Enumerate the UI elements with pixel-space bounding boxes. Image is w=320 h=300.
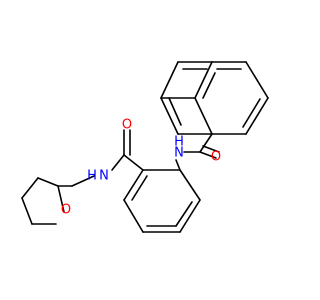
double-bond-inner — [168, 97, 182, 126]
double-bond — [202, 145, 220, 153]
methylene-linker — [57, 175, 95, 187]
double-bond-inner — [131, 175, 148, 201]
molecule-structure: O N H O N H O — [21, 61, 269, 233]
bond — [194, 61, 213, 99]
double-bond-inner — [175, 201, 193, 227]
naphthalene-ring-b — [160, 61, 213, 135]
benzamide-carbonyl — [111, 129, 144, 171]
bond — [21, 197, 33, 225]
bond — [71, 175, 95, 187]
bond — [37, 177, 59, 187]
atom-nitrogen-label: N — [174, 146, 184, 161]
atom-nitrogen-label: N — [99, 169, 109, 184]
naphthamide-carbonyl — [183, 133, 220, 159]
bond — [57, 185, 65, 213]
bond — [175, 159, 181, 171]
atom-hydrogen-label: H — [87, 169, 97, 184]
bond — [160, 97, 179, 135]
atom-hydrogen-label: H — [174, 135, 184, 150]
bond — [179, 169, 201, 201]
bond — [123, 169, 144, 201]
bond — [111, 154, 125, 171]
atom-oxygen-label: O — [61, 203, 71, 218]
tetrahydrofuran-ring — [21, 177, 65, 225]
atom-oxygen-label: O — [211, 150, 221, 165]
bond — [199, 133, 213, 153]
bond — [194, 97, 213, 135]
benzene-ring — [123, 169, 201, 233]
bond — [245, 61, 269, 99]
molecule-canvas: O N H O N H O — [21, 61, 269, 233]
double-bond-inner — [242, 98, 261, 128]
naphthalene-ring-a — [194, 61, 269, 135]
bond — [123, 199, 144, 233]
bond — [245, 97, 269, 135]
double-bond — [199, 151, 217, 159]
double-bond-inner — [202, 72, 216, 99]
bond — [21, 177, 39, 199]
bond — [123, 154, 144, 171]
atom-oxygen-label: O — [122, 118, 132, 133]
atom-labels: O N H O N H O — [61, 118, 221, 218]
bond — [160, 61, 179, 99]
bond — [179, 199, 201, 233]
